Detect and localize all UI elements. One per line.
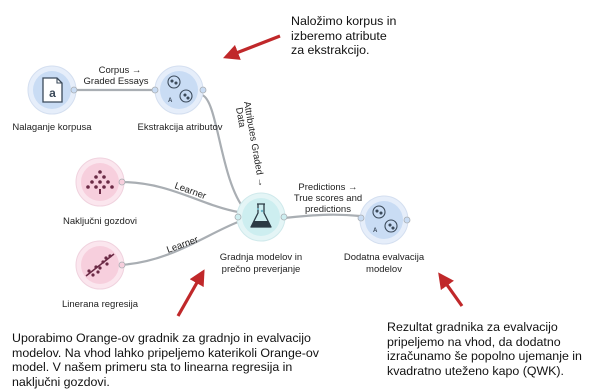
document-icon: a <box>42 77 63 103</box>
annotation-bottom-right-line: izračunamo še popolno ujemanje in <box>387 349 582 363</box>
node-label-extra-evaluation-line-1: Dodatna evalvacija <box>343 252 425 263</box>
links <box>74 88 361 267</box>
node-label-linear-regression: Linerana regresija <box>61 299 139 310</box>
annotation-bottom-left-line: modelov. Na vhod lahko pripeljemo kateri… <box>12 345 319 360</box>
link-predictions[interactable] <box>283 213 361 220</box>
text-extraction-icon: A <box>167 75 193 104</box>
annotation-bottom-right-line: kvadratno uteženo kapo (QWK). <box>387 363 564 378</box>
svg-text:A: A <box>373 228 378 234</box>
node-random-forest[interactable] <box>75 157 126 207</box>
annotation-arrows <box>176 34 464 317</box>
annotation-top-line: za ekstrakcijo. <box>291 43 370 57</box>
annotation-bottom-right: Rezultat gradnika za evalvacijo pripelje… <box>387 320 601 378</box>
node-load-corpus[interactable]: a <box>27 65 78 115</box>
annotation-bottom-left-line: model. V našem primeru sta to linearna r… <box>12 360 293 374</box>
annotation-top: Naložimo korpus in izberemo atribute za … <box>291 14 396 58</box>
node-label-test-and-score-line-1: Gradnja modelov in <box>219 252 303 263</box>
edge-label-predictions-1: Predictions → <box>298 182 357 193</box>
node-label-load-corpus: Nalaganje korpusa <box>12 122 92 133</box>
annotation-bottom-right-line: pripeljemo na vhod, da dodatno <box>387 334 561 349</box>
annotation-bottom-left-line: naključni gozdovi. <box>12 374 110 389</box>
node-extract-attributes[interactable]: A <box>151 65 207 115</box>
edge-label-predictions-2: True scores and <box>294 193 362 204</box>
annotation-bottom-left-line: Uporabimo Orange-ov gradnik za gradnjo i… <box>12 331 311 345</box>
arrow-bottom-left <box>176 269 205 317</box>
edge-label-corpus-1: Corpus → <box>99 65 142 76</box>
linear-regression-icon <box>85 253 115 277</box>
node-extra-evaluation[interactable]: A <box>357 195 411 245</box>
node-label-test-and-score: Gradnja modelov in prečno preverjanje <box>206 252 316 276</box>
link-attributes[interactable] <box>201 93 246 211</box>
arrow-bottom-right <box>438 272 464 307</box>
edge-label-learner-rf: Learner <box>173 180 208 202</box>
node-label-extra-evaluation: Dodatna evalvacija modelov <box>334 252 434 276</box>
edge-label-predictions-3: predictions <box>305 204 351 215</box>
link-learner-rf[interactable] <box>119 180 239 214</box>
node-test-and-score[interactable] <box>234 192 288 242</box>
annotation-top-line: izberemo atribute <box>291 28 387 43</box>
edge-label-corpus-2: Graded Essays <box>84 76 149 87</box>
svg-text:A: A <box>168 98 173 104</box>
random-forest-icon <box>86 170 114 194</box>
annotation-top-line: Naložimo korpus in <box>291 14 397 28</box>
edge-label-attributes-2: Data <box>233 107 247 129</box>
node-label-random-forest: Naključni gozdovi <box>63 216 137 227</box>
annotation-bottom-right-line: Rezultat gradnika za evalvacijo <box>387 320 558 334</box>
annotation-bottom-left: Uporabimo Orange-ov gradnik za gradnjo i… <box>12 331 372 389</box>
node-label-extract-attributes: Ekstrakcija atributov <box>137 122 223 133</box>
node-label-extra-evaluation-line-2: modelov <box>366 264 402 275</box>
svg-text:a: a <box>49 86 56 100</box>
flask-icon <box>250 203 272 228</box>
node-label-test-and-score-line-2: prečno preverjanje <box>221 264 301 275</box>
link-learner-lr[interactable] <box>119 220 239 267</box>
arrow-top <box>223 34 281 60</box>
evaluation-icon: A <box>372 205 398 234</box>
edge-label-learner-lr: Learner <box>165 234 200 256</box>
node-linear-regression[interactable] <box>75 240 126 290</box>
